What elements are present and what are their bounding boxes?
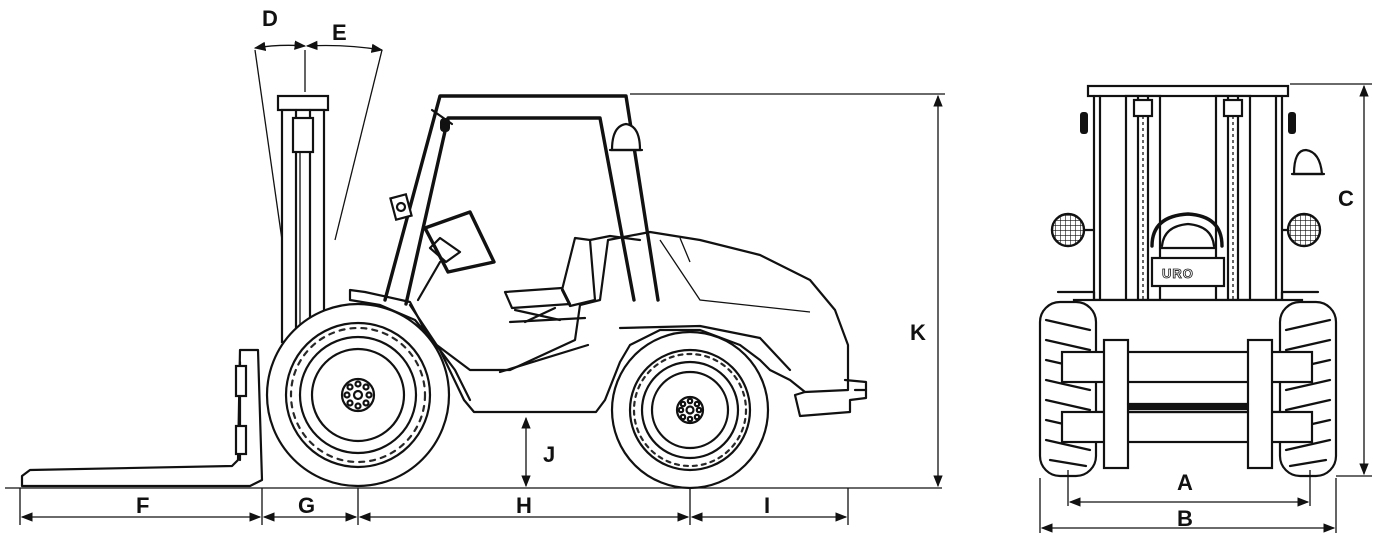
label-d: D xyxy=(262,6,278,31)
beacon xyxy=(1292,148,1324,176)
label-g: G xyxy=(298,493,315,518)
right-work-light xyxy=(1286,212,1322,248)
side-view: D E F G H I J K xyxy=(5,6,945,525)
label-b: B xyxy=(1177,506,1193,531)
label-k: K xyxy=(910,320,926,345)
cab xyxy=(383,94,660,306)
length-dimensions xyxy=(19,488,849,525)
front-wheel xyxy=(265,302,451,488)
brand-plate: URO xyxy=(1150,256,1226,288)
left-work-light xyxy=(1050,212,1086,248)
mast xyxy=(276,94,330,344)
front-view: URO xyxy=(1038,83,1372,533)
mast-tilt-lines xyxy=(253,40,384,241)
label-c: C xyxy=(1338,186,1354,211)
seat xyxy=(503,236,597,324)
label-i: I xyxy=(764,493,770,518)
label-j: J xyxy=(543,442,555,467)
fork-carriage xyxy=(1060,338,1314,470)
label-h: H xyxy=(516,493,532,518)
fork xyxy=(20,348,264,488)
label-f: F xyxy=(136,493,149,518)
brand-text: URO xyxy=(1162,266,1194,281)
front-steering-wheel xyxy=(1150,212,1224,248)
front-dimensions xyxy=(1039,83,1372,533)
label-a: A xyxy=(1177,470,1193,495)
height-dimension xyxy=(630,93,945,488)
chassis xyxy=(348,230,868,418)
steering-wheel xyxy=(416,210,496,302)
rear-wheel xyxy=(610,330,770,490)
label-e: E xyxy=(332,20,347,45)
